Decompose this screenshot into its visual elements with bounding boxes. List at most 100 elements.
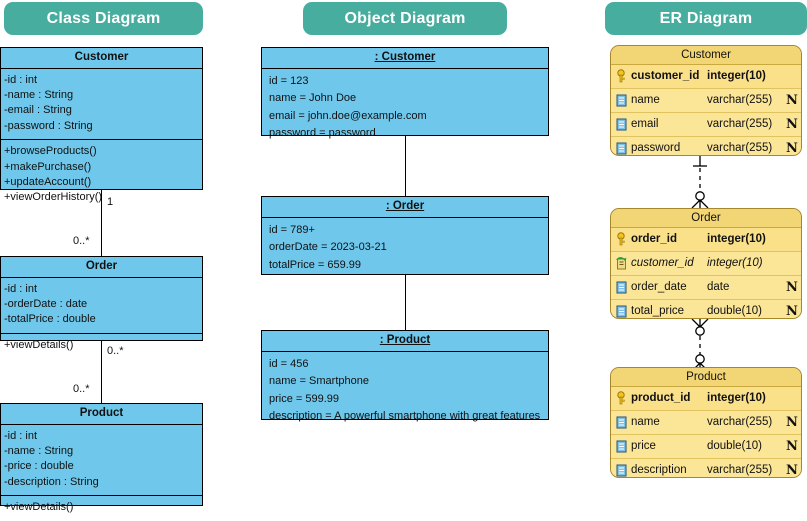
- slot: price = 599.99: [269, 392, 340, 405]
- column-icon: [611, 118, 631, 131]
- column-icon: [611, 305, 631, 318]
- class-attributes: -id : int -name : String -price : double…: [1, 425, 202, 496]
- slot: id = 123: [269, 74, 309, 87]
- er-column-type: varchar(255): [707, 416, 773, 428]
- object-box-order[interactable]: : Order id = 789+ orderDate = 2023-03-21…: [261, 196, 549, 275]
- column-icon: [611, 416, 631, 429]
- header-pill-object-diagram: Object Diagram: [303, 2, 507, 35]
- nullable-marker: N: [786, 116, 798, 132]
- nullable-marker: N: [786, 462, 798, 478]
- er-column-type: double(10): [707, 440, 762, 452]
- class-box-order[interactable]: Order -id : int -orderDate : date -total…: [0, 256, 203, 351]
- object-slots: id = 123 name = John Doe email = john.do…: [262, 69, 548, 148]
- nullable-marker: N: [786, 438, 798, 454]
- attribute: -price : double: [4, 460, 74, 473]
- object-link-order-product: [405, 275, 406, 330]
- er-column-name: order_id: [631, 233, 678, 245]
- header-label: Object Diagram: [344, 9, 466, 27]
- class-methods: +viewDetails(): [1, 495, 202, 520]
- er-column-row[interactable]: product_id integer(10): [611, 386, 801, 411]
- attribute: -id : int: [4, 429, 38, 442]
- class-methods: +viewDetails(): [1, 332, 202, 358]
- primary-key-icon: [611, 391, 631, 405]
- header-pill-class-diagram: Class Diagram: [4, 2, 203, 35]
- er-column-row[interactable]: email varchar(255) N: [611, 112, 801, 137]
- er-column-name: product_id: [631, 392, 691, 404]
- er-column-row[interactable]: name varchar(255) N: [611, 88, 801, 113]
- object-link-customer-order: [405, 136, 406, 196]
- slot: description = A powerful smartphone with…: [269, 410, 541, 423]
- object-name: : Product: [262, 331, 548, 352]
- nullable-marker: N: [786, 414, 798, 430]
- slot: email = john.doe@example.com: [269, 109, 427, 122]
- er-table-product[interactable]: Product product_id integer(10) name varc…: [610, 367, 802, 478]
- er-column-name: name: [631, 416, 660, 428]
- er-column-type: integer(10): [707, 392, 766, 404]
- er-column-type: varchar(255): [707, 142, 773, 154]
- er-table-order[interactable]: Order order_id integer(10) customer_id i…: [610, 208, 802, 319]
- slot: name = John Doe: [269, 92, 357, 105]
- multiplicity-label: 0..*: [107, 345, 124, 357]
- er-column-name: total_price: [631, 305, 685, 317]
- nullable-marker: N: [786, 92, 798, 108]
- er-table-customer[interactable]: Customer customer_id integer(10) name va…: [610, 45, 802, 156]
- class-box-product[interactable]: Product -id : int -name : String -price …: [0, 403, 203, 513]
- nullable-marker: N: [786, 140, 798, 156]
- object-slots: id = 789+ orderDate = 2023-03-21 totalPr…: [262, 218, 548, 280]
- column-icon: [611, 281, 631, 294]
- column-icon: [611, 440, 631, 453]
- class-attributes: -id : int -orderDate : date -totalPrice …: [1, 278, 202, 333]
- class-methods: +browseProducts() +makePurchase() +updat…: [1, 139, 202, 211]
- er-table-name: Order: [611, 209, 801, 228]
- association-customer-order: [101, 190, 102, 256]
- er-column-row[interactable]: order_id integer(10): [611, 227, 801, 252]
- object-box-product[interactable]: : Product id = 456 name = Smartphone pri…: [261, 330, 549, 422]
- primary-key-icon: [611, 232, 631, 246]
- attribute: -id : int: [4, 282, 38, 295]
- attribute: -id : int: [4, 73, 38, 86]
- object-name: : Customer: [262, 48, 548, 69]
- header-label: ER Diagram: [659, 9, 753, 27]
- er-column-row[interactable]: order_date date N: [611, 275, 801, 300]
- attribute: -name : String: [4, 445, 74, 458]
- er-column-row[interactable]: total_price double(10) N: [611, 299, 801, 319]
- association-order-product: [101, 341, 102, 403]
- attribute: -name : String: [4, 89, 74, 102]
- nullable-marker: N: [786, 279, 798, 295]
- er-column-name: name: [631, 94, 660, 106]
- er-relationship-customer-order: [691, 156, 709, 208]
- er-column-row[interactable]: name varchar(255) N: [611, 410, 801, 435]
- er-table-name: Product: [611, 368, 801, 387]
- method: +viewOrderHistory(): [4, 191, 103, 204]
- er-column-row[interactable]: customer_id integer(10): [611, 251, 801, 276]
- er-column-name: description: [631, 464, 687, 476]
- er-column-name: order_date: [631, 281, 687, 293]
- er-column-row[interactable]: description varchar(255) N: [611, 458, 801, 478]
- er-column-type: integer(10): [707, 257, 763, 269]
- attribute: -orderDate : date: [4, 298, 88, 311]
- object-box-customer[interactable]: : Customer id = 123 name = John Doe emai…: [261, 47, 549, 139]
- er-column-type: varchar(255): [707, 118, 773, 130]
- class-name: Order: [1, 257, 202, 278]
- er-column-type: varchar(255): [707, 464, 773, 476]
- er-table-name: Customer: [611, 46, 801, 65]
- er-column-row[interactable]: price double(10) N: [611, 434, 801, 459]
- method: +makePurchase(): [4, 160, 92, 173]
- method: +browseProducts(): [4, 145, 97, 158]
- column-icon: [611, 94, 631, 107]
- er-column-row[interactable]: password varchar(255) N: [611, 136, 801, 156]
- slot: orderDate = 2023-03-21: [269, 241, 387, 254]
- class-box-customer[interactable]: Customer -id : int -name : String -email…: [0, 47, 203, 203]
- er-column-name: email: [631, 118, 659, 130]
- multiplicity-label: 1: [107, 196, 114, 208]
- nullable-marker: N: [786, 303, 798, 319]
- er-column-name: customer_id: [631, 70, 700, 82]
- column-icon: [611, 464, 631, 477]
- er-column-row[interactable]: customer_id integer(10): [611, 64, 801, 89]
- class-name: Product: [1, 404, 202, 425]
- multiplicity-label: 0..*: [73, 383, 90, 395]
- attribute: -email : String: [4, 104, 72, 117]
- attribute: -description : String: [4, 475, 99, 488]
- object-slots: id = 456 name = Smartphone price = 599.9…: [262, 352, 548, 431]
- attribute: -password : String: [4, 119, 93, 132]
